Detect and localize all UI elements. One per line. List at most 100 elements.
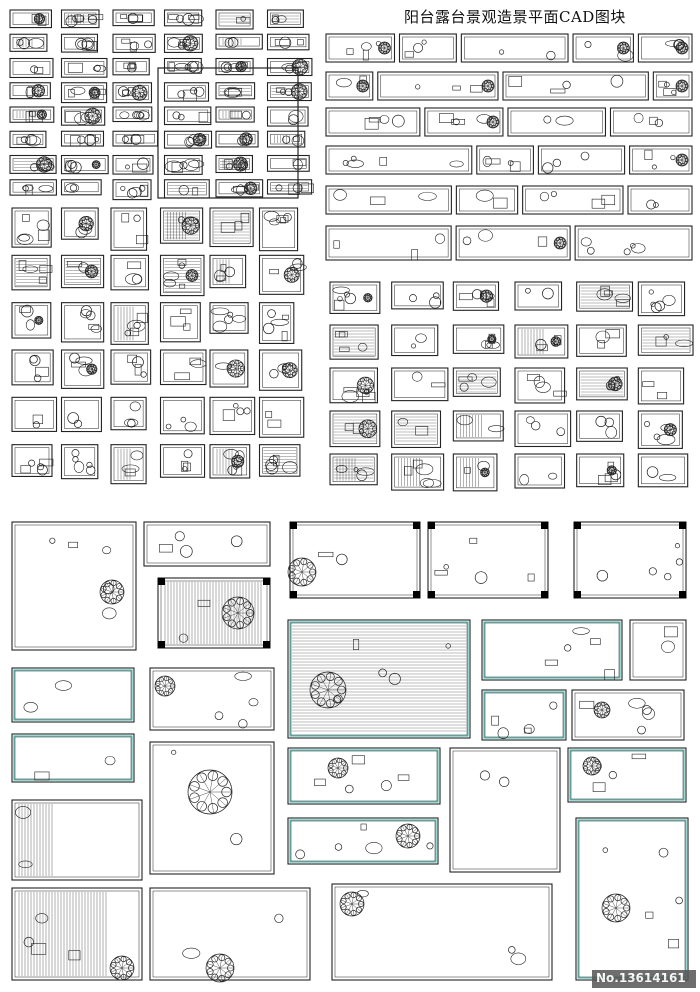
block-outline: [391, 410, 442, 449]
block-outline: [149, 667, 275, 731]
furniture-symbol: [458, 293, 473, 301]
seat-symbol: [136, 110, 150, 121]
cad-plan-block: [60, 396, 102, 433]
table-symbol: [531, 421, 541, 431]
furniture-symbol: [220, 222, 236, 233]
cad-plan-block: [609, 107, 693, 137]
table-symbol: [189, 87, 198, 95]
corner-post: [290, 522, 297, 529]
table-symbol: [127, 419, 136, 428]
cad-plan-block: [287, 521, 421, 599]
table-symbol: [136, 157, 150, 170]
block-outline: [637, 367, 685, 405]
block-outline: [149, 887, 311, 981]
furniture-symbol: [87, 14, 104, 21]
table-symbol: [180, 545, 193, 558]
furniture-symbol: [645, 911, 654, 919]
cad-plan-block: [215, 57, 254, 76]
furniture-symbol: [39, 265, 53, 273]
seat-symbol: [210, 307, 230, 316]
table-symbol: [69, 352, 80, 364]
cad-plan-block: [391, 453, 445, 491]
block-outline: [112, 154, 154, 175]
block-outline: [452, 281, 500, 311]
table-symbol: [30, 163, 39, 172]
cad-plan-block: [112, 154, 154, 175]
table-symbol: [223, 63, 232, 71]
cad-plan-block: [209, 207, 254, 248]
table-symbol: [178, 262, 186, 269]
block-outline: [215, 179, 264, 198]
cad-plan-block: [258, 444, 301, 477]
seat-symbol: [356, 469, 368, 481]
block-outline: [567, 747, 687, 803]
seat-symbol: [525, 416, 535, 424]
cad-plan-block: [110, 444, 147, 485]
block-outline: [60, 254, 105, 289]
seat-symbol: [223, 449, 239, 460]
tree-symbol: [226, 359, 245, 378]
tree-symbol: [582, 756, 602, 776]
furniture-symbol: [128, 62, 136, 71]
table-symbol: [644, 420, 651, 428]
table-symbol: [28, 459, 36, 467]
block-outline: [287, 747, 441, 805]
furniture-symbol: [318, 551, 334, 558]
table-symbol: [86, 461, 93, 469]
block-outline: [325, 107, 421, 137]
block-outline: [514, 324, 569, 359]
seat-symbol: [539, 191, 549, 202]
group-mid-right: [329, 281, 694, 492]
cad-plan-block: [325, 185, 452, 215]
block-outline: [110, 444, 147, 485]
furniture-symbol: [231, 466, 243, 476]
table-symbol: [337, 296, 343, 302]
table-symbol: [344, 291, 351, 298]
cad-plan-block: [11, 349, 54, 386]
table-symbol: [16, 38, 24, 47]
tree-symbol: [550, 336, 562, 347]
tree-symbol: [131, 84, 148, 101]
table-symbol: [72, 456, 79, 463]
tree-symbol: [356, 79, 370, 93]
block-outline: [60, 396, 102, 433]
seat-symbol: [93, 65, 107, 73]
block-outline: [391, 324, 439, 357]
table-symbol: [71, 449, 80, 457]
furniture-symbol: [222, 409, 236, 421]
block-outline: [110, 207, 148, 251]
block-outline: [571, 689, 685, 741]
table-symbol: [415, 84, 421, 90]
furniture-symbol: [598, 475, 612, 486]
tree-symbol: [78, 216, 94, 232]
furniture-symbol: [177, 259, 187, 266]
furniture-symbol: [240, 212, 250, 223]
block-outline: [481, 689, 567, 741]
block-outline: [391, 367, 449, 402]
tree-symbol: [675, 79, 689, 93]
furniture-symbol: [360, 823, 367, 831]
table-symbol: [292, 258, 303, 269]
block-outline: [60, 154, 109, 175]
table-symbol: [413, 42, 423, 53]
table-symbol: [133, 321, 141, 329]
table-symbol: [445, 643, 451, 649]
cad-plan-block: [9, 82, 51, 100]
cad-plan-block: [452, 367, 501, 397]
cad-plan-block: [209, 349, 249, 388]
table-symbol: [265, 461, 279, 475]
cad-plan-block: [266, 130, 306, 148]
block-outline: [452, 453, 498, 492]
cad-plan-block: [112, 130, 159, 147]
cad-plan-block: [576, 410, 623, 442]
table-symbol: [75, 226, 88, 239]
block-outline: [266, 57, 313, 77]
block-outline: [627, 185, 693, 215]
block-outline: [9, 57, 54, 79]
tree-symbol: [192, 132, 207, 147]
block-outline: [112, 57, 150, 76]
seat-symbol: [488, 425, 505, 433]
cad-plan-block: [637, 367, 685, 405]
furniture-symbol: [508, 76, 523, 87]
seat-symbol: [25, 135, 42, 147]
